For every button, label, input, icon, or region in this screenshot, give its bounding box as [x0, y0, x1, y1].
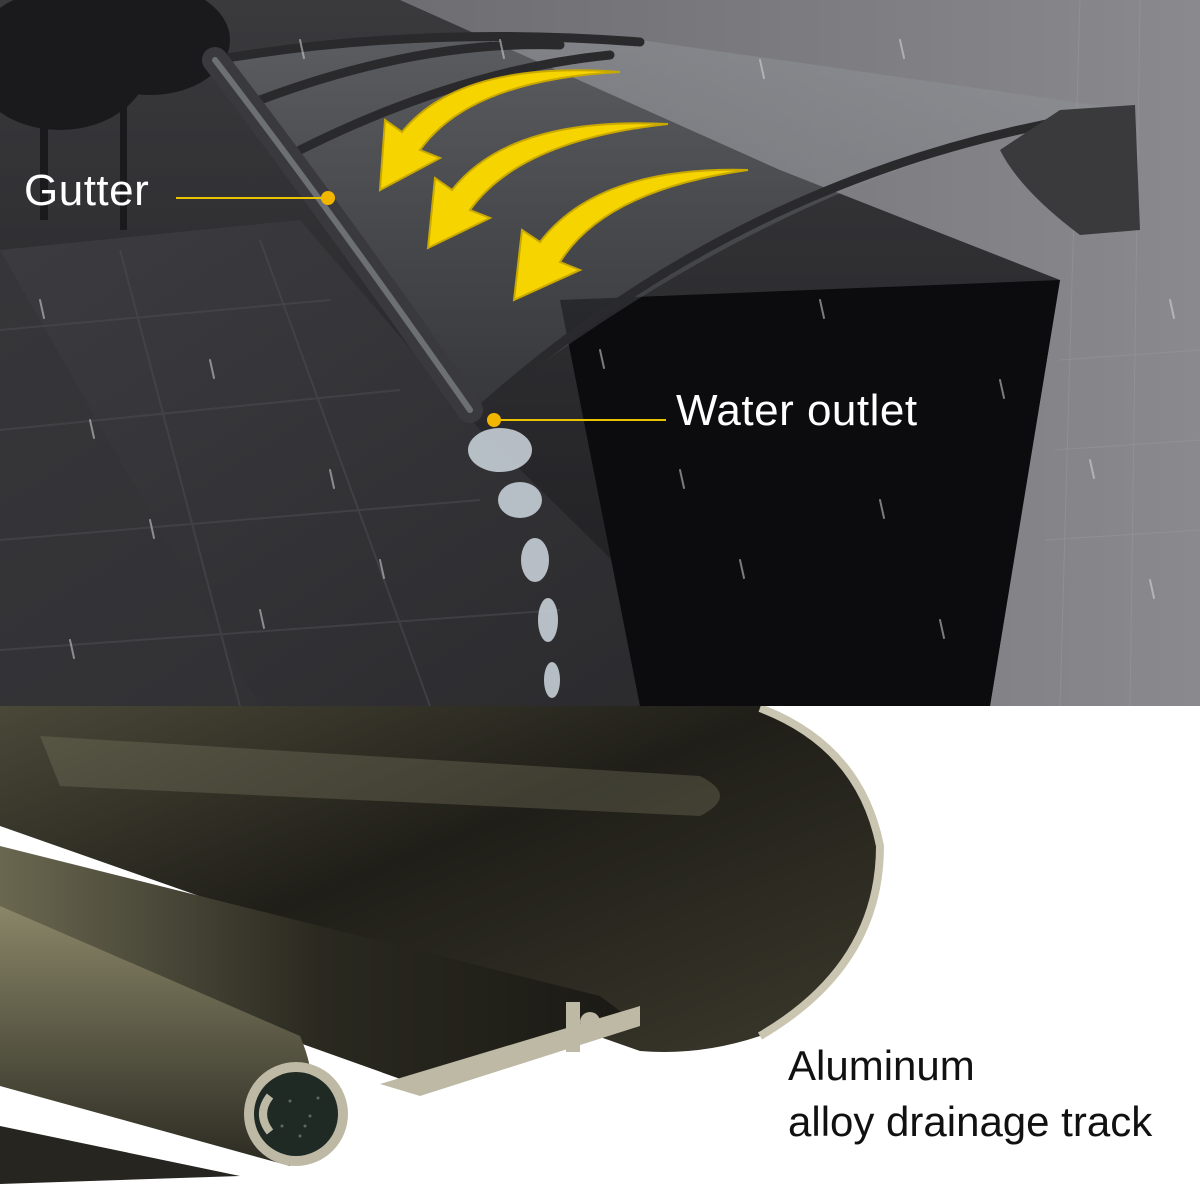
outlet-callout-dot [487, 413, 501, 427]
caption-line-1: Aluminum [788, 1042, 975, 1089]
aluminum-track-photo: Aluminum alloy drainage track [0, 706, 1200, 1184]
gutter-callout-dot [321, 191, 335, 205]
water-outlet-label: Water outlet [676, 386, 918, 435]
canopy-rain-photo: Gutter Water outlet [0, 0, 1200, 706]
aluminum-profiles [0, 706, 885, 1184]
canopy-scene [0, 0, 1200, 706]
product-caption: Aluminum alloy drainage track [788, 1038, 1152, 1150]
caption-line-2: alloy drainage track [788, 1098, 1153, 1145]
gutter-label: Gutter [24, 166, 150, 215]
flow-arrows [378, 69, 749, 302]
